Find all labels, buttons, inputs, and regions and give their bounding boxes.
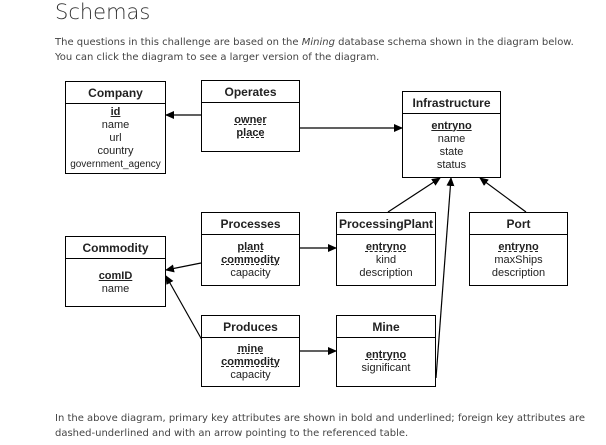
intro-text-emphasis: Mining [301, 37, 335, 48]
arrow-processingplant-to-infrastructure [387, 177, 441, 213]
attribute-government-agency: government_agency [70, 159, 161, 170]
page-title: Schemas [55, 0, 151, 24]
entity-commodity-name: Commodity [66, 237, 165, 259]
attribute-description: description [359, 266, 413, 279]
attribute-capacity: capacity [230, 266, 271, 279]
attribute-entryno: entryno [365, 240, 407, 253]
attribute-comid: comID [98, 269, 133, 282]
attribute-significant: significant [361, 362, 411, 374]
entity-processingplant-name: ProcessingPlant [337, 213, 435, 235]
attribute-state: state [439, 145, 464, 158]
attribute-country: country [97, 145, 134, 157]
entity-mine-name: Mine [337, 316, 435, 338]
attribute-kind: kind [375, 253, 397, 266]
attribute-maxships: maxShips [494, 253, 543, 266]
attribute-entryno: entryno [365, 349, 407, 361]
arrow-mine-to-infrastructure [435, 177, 455, 379]
attribute-place: place [236, 127, 265, 139]
attribute-name: name [101, 282, 130, 295]
entity-operates-name: Operates [202, 81, 299, 103]
attribute-description: description [491, 266, 546, 279]
entity-processes-name: Processes [202, 213, 299, 235]
intro-text: The questions in this challenge are base… [55, 35, 585, 65]
attribute-commodity: commodity [221, 355, 280, 368]
intro-text-before: The questions in this challenge are base… [55, 37, 302, 48]
attribute-id: id [110, 106, 121, 118]
attribute-owner: owner [234, 114, 267, 126]
attribute-commodity: commodity [221, 253, 280, 266]
arrow-port-to-infrastructure [479, 177, 527, 213]
attribute-capacity: capacity [230, 368, 271, 381]
attribute-entryno: entryno [431, 119, 472, 132]
attribute-url: url [109, 132, 122, 144]
attribute-plant: plant [237, 240, 264, 253]
entity-produces-name: Produces [202, 316, 299, 338]
attribute-name: name [101, 119, 130, 131]
attribute-mine: mine [237, 342, 264, 355]
entity-port-name: Port [470, 213, 567, 235]
entity-infrastructure-name: Infrastructure [403, 92, 500, 114]
intro-text-after: database schema shown in the diagram bel… [55, 37, 574, 63]
attribute-status: status [436, 158, 467, 171]
entity-company-name: Company [66, 82, 165, 104]
diagram-legend-note: In the above diagram, primary key attrib… [55, 413, 586, 439]
arrow-processes-to-commodity [165, 262, 202, 273]
attribute-name: name [437, 132, 466, 145]
attribute-entryno: entryno [498, 240, 539, 253]
